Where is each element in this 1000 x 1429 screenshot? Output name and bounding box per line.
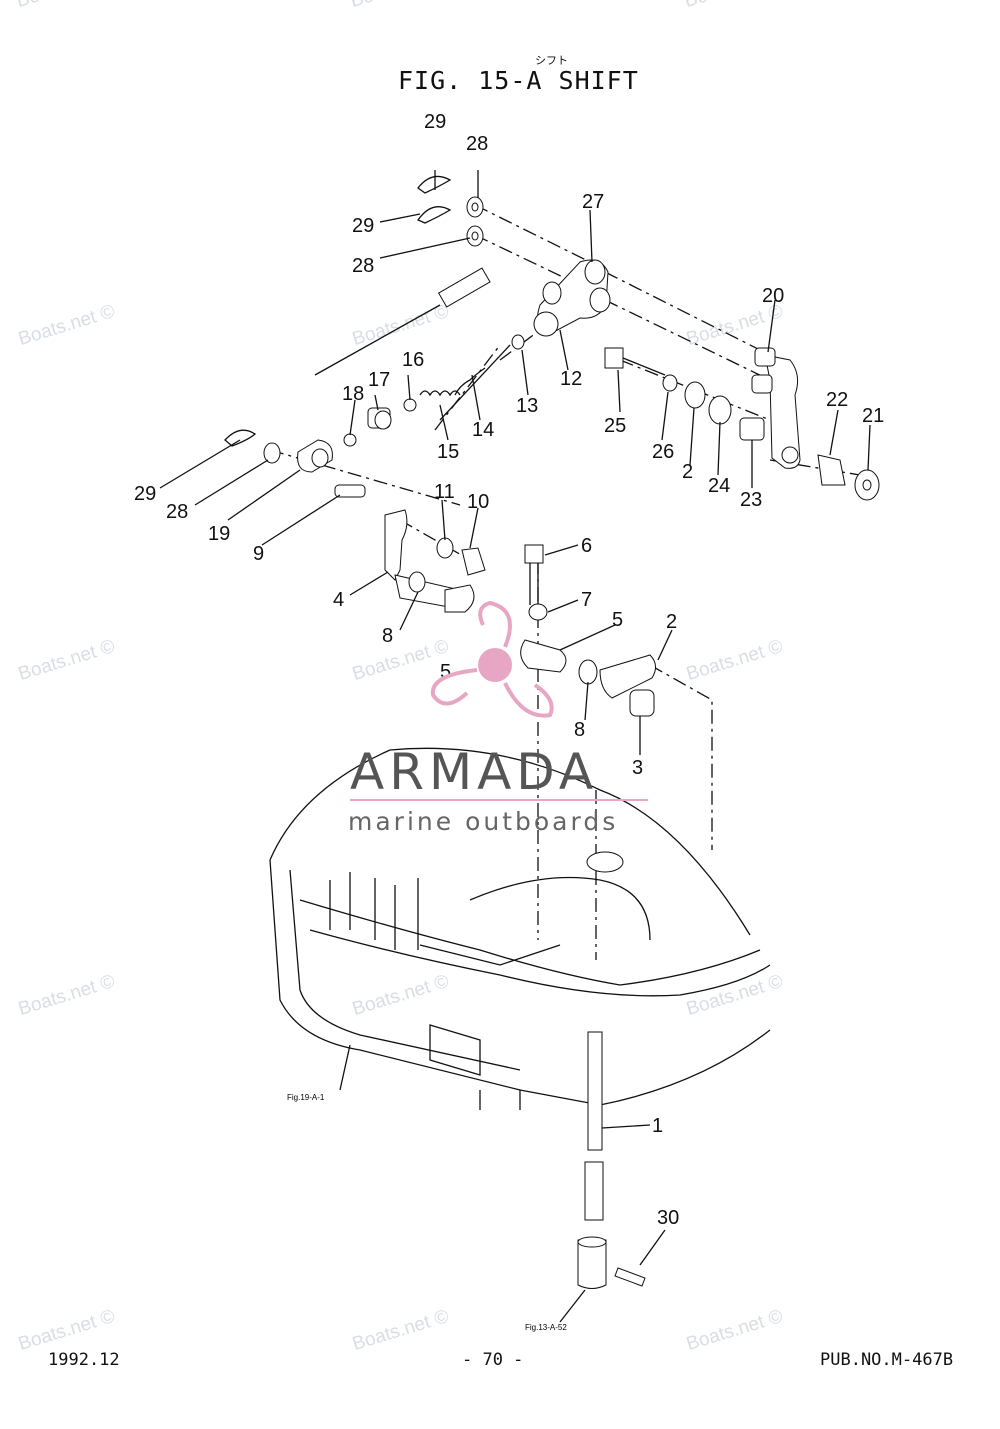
logo-hub bbox=[478, 648, 512, 682]
part-label: 9 bbox=[253, 543, 264, 565]
part-label: 1 bbox=[652, 1115, 663, 1137]
part-label: 6 bbox=[581, 535, 592, 557]
part-label: 22 bbox=[826, 389, 848, 411]
logo-tagline: marine outboards bbox=[348, 807, 618, 836]
assembly-lines bbox=[269, 204, 861, 960]
part-label: 26 bbox=[652, 441, 674, 463]
part-label: 29 bbox=[352, 215, 374, 237]
part-label: 12 bbox=[560, 368, 582, 390]
part-label: 16 bbox=[402, 349, 424, 371]
part-label: 25 bbox=[604, 415, 626, 437]
figure-reference: Fig.13-A-52 bbox=[525, 1323, 567, 1332]
part-label: 11 bbox=[434, 481, 455, 503]
part-label: 28 bbox=[166, 501, 188, 523]
propeller-logo-icon bbox=[430, 600, 554, 718]
part-label: 2 bbox=[682, 461, 693, 483]
shift-rod-1 bbox=[577, 1031, 646, 1289]
part-label: 15 bbox=[437, 441, 459, 463]
link-assembly bbox=[520, 544, 656, 717]
part-label: 21 bbox=[862, 405, 884, 427]
part-label: 30 bbox=[657, 1207, 679, 1229]
armada-logo: ARMADA marine outboards bbox=[348, 600, 648, 836]
part-label: 4 bbox=[333, 589, 344, 611]
cable-rod bbox=[314, 267, 525, 421]
shift-arm-4 bbox=[384, 509, 486, 613]
part-label: 3 bbox=[632, 757, 643, 779]
shift-lever-27 bbox=[533, 259, 611, 337]
part-label: 18 bbox=[342, 383, 364, 405]
part-label: 27 bbox=[582, 191, 604, 213]
part-label: 5 bbox=[612, 609, 623, 631]
page-title: FIG. 15-A SHIFT bbox=[398, 66, 639, 95]
logo-wordmark: ARMADA bbox=[350, 743, 598, 801]
part-label: 10 bbox=[467, 491, 489, 513]
lower-cowling bbox=[269, 747, 771, 1110]
part-label: 29 bbox=[424, 111, 446, 133]
part-label: 8 bbox=[574, 719, 585, 741]
part-label: 28 bbox=[352, 255, 374, 277]
part-label: 24 bbox=[708, 475, 730, 497]
footer-publication-number: PUB.NO.M-467B bbox=[820, 1350, 954, 1370]
footer-page-number: - 70 - bbox=[462, 1350, 524, 1370]
part-label: 5 bbox=[440, 661, 451, 683]
lever-arm-20 bbox=[751, 347, 880, 501]
clips-upper bbox=[417, 175, 484, 247]
part-label: 2 bbox=[666, 611, 677, 633]
part-label: 23 bbox=[740, 489, 762, 511]
part-label: 17 bbox=[368, 369, 390, 391]
left-link bbox=[224, 429, 366, 498]
part-label: 7 bbox=[581, 589, 592, 611]
part-label: 20 bbox=[762, 285, 784, 307]
part-label: 28 bbox=[466, 133, 488, 155]
part-label: 8 bbox=[382, 625, 393, 647]
part-label: 14 bbox=[472, 419, 494, 441]
leader-lines bbox=[159, 170, 871, 1323]
part-numbers: 29 28 29 28 27 20 16 17 18 14 13 12 15 2… bbox=[134, 111, 884, 1229]
part-label: 29 bbox=[134, 483, 156, 505]
bolt-25-stack bbox=[604, 347, 765, 441]
part-label: 13 bbox=[516, 395, 538, 417]
footer-date: 1992.12 bbox=[48, 1350, 120, 1370]
part-label: 19 bbox=[208, 523, 230, 545]
figure-reference: Fig.19-A-1 bbox=[287, 1093, 325, 1102]
title-ruby: シフト bbox=[535, 54, 568, 67]
